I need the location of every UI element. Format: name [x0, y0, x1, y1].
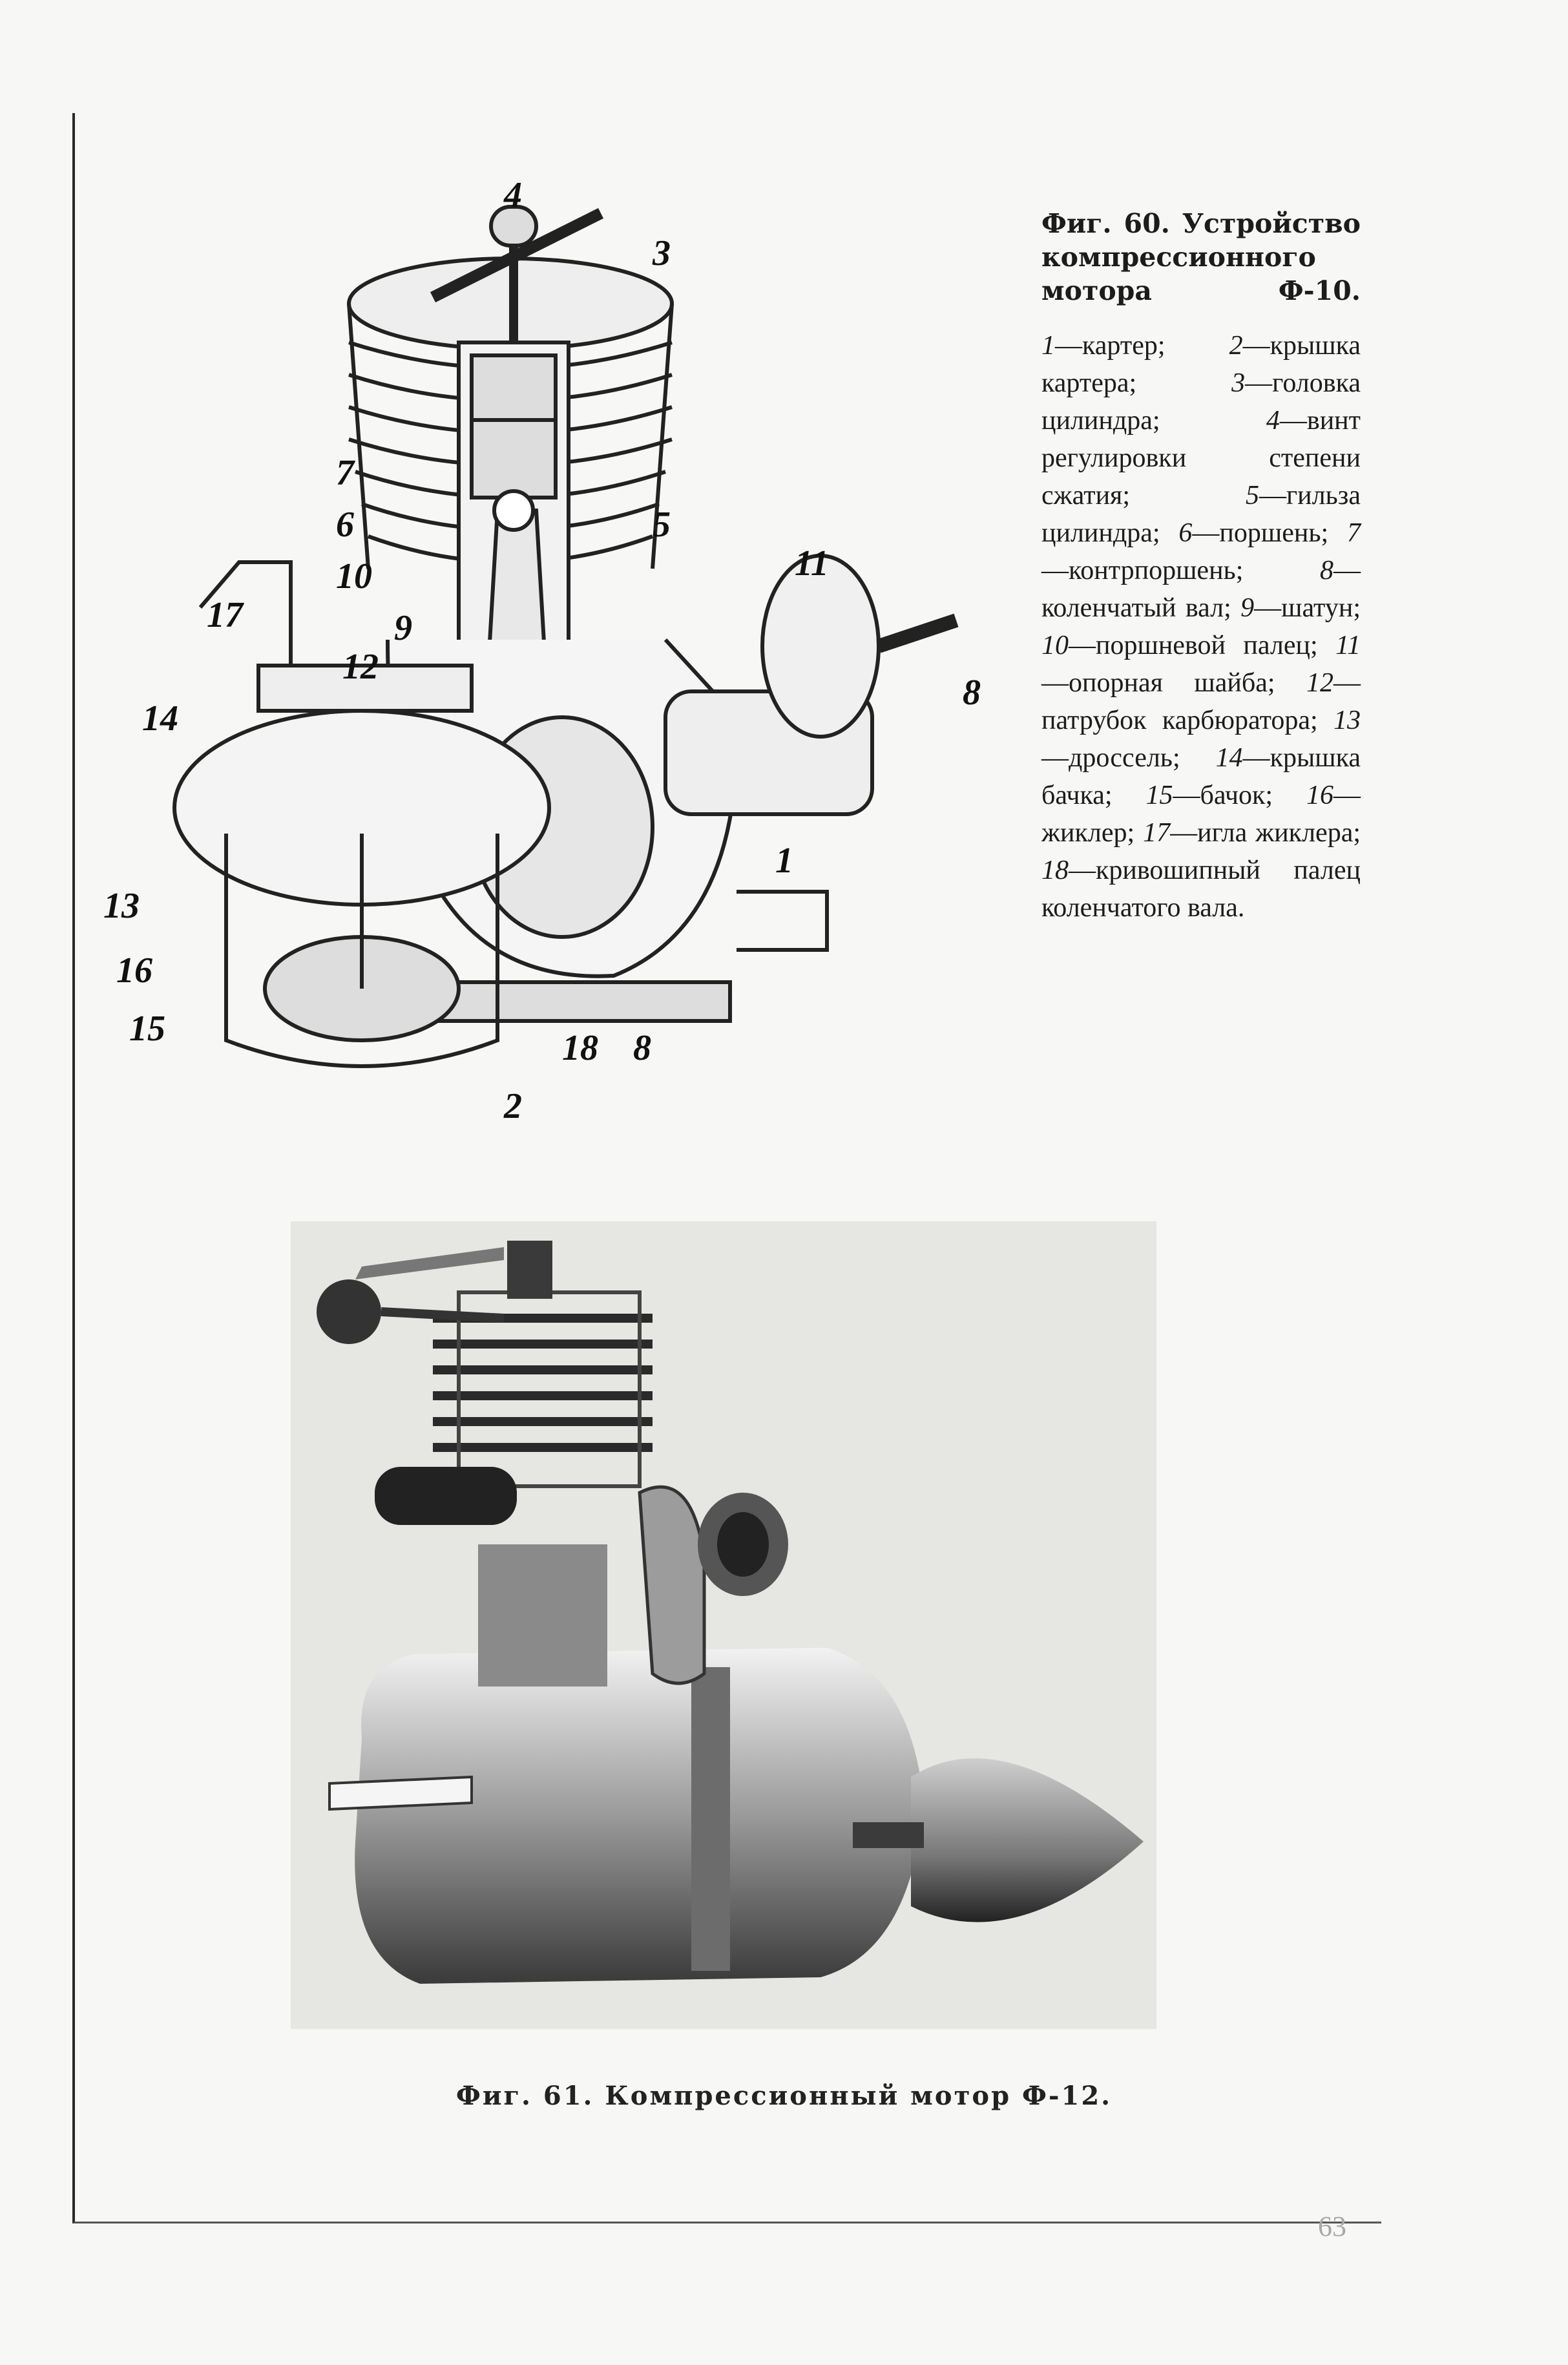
callout-4: 4	[503, 175, 522, 215]
page-frame	[72, 113, 1381, 2223]
legend-item: 18—кривошипный палец коленчатого вала.	[1041, 856, 1361, 923]
legend-item: 2—крышка картера;	[1041, 331, 1361, 398]
callout-12: 12	[342, 647, 379, 687]
legend-item: 13—дроссель;	[1041, 706, 1361, 773]
callout-1: 1	[775, 841, 793, 881]
callout-17: 17	[207, 595, 244, 635]
legend-item: 17—игла жиклера;	[1143, 818, 1361, 848]
callout-11: 11	[795, 543, 829, 583]
callout-13: 13	[103, 886, 140, 926]
figure-60-cutaway-drawing: 4 3 7 6 5 10 11 17 9 12 8 14 1 13 16 15 …	[97, 149, 988, 1126]
legend-item: 16—жиклер;	[1041, 781, 1361, 848]
callout-18: 18	[562, 1028, 598, 1068]
callout-7: 7	[336, 453, 355, 493]
figure-61-caption: Фиг. 61. Компрессионный мотор Ф-12.	[455, 2081, 1113, 2111]
callout-8-shaft: 8	[963, 673, 981, 713]
figure-60-title: Фиг. 60. Устройство компрессионного мото…	[1041, 208, 1361, 306]
callout-2: 2	[503, 1086, 522, 1124]
legend-item: 14—крышка бачка;	[1041, 743, 1361, 810]
legend-item: 6—поршень;	[1178, 518, 1329, 548]
callout-16: 16	[116, 951, 152, 991]
legend-item: 7—контрпоршень;	[1041, 518, 1361, 585]
legend-item: 8—коленчатый вал;	[1041, 556, 1361, 623]
callout-6: 6	[336, 505, 354, 545]
legend-item: 5—гильза цилиндра;	[1041, 481, 1361, 548]
callout-3: 3	[652, 233, 671, 273]
callout-9: 9	[394, 608, 412, 648]
legend-item: 10—поршневой палец;	[1041, 631, 1318, 660]
legend-item: 1—картер;	[1041, 331, 1166, 361]
callout-15: 15	[129, 1009, 165, 1049]
callout-8-crank: 8	[633, 1028, 651, 1068]
page-number: 63	[1318, 2211, 1346, 2242]
legend-item: 4—винт регулировки степени сжатия;	[1041, 406, 1361, 510]
legend-item: 11—опорная шайба;	[1041, 631, 1361, 698]
figure-60-caption: Фиг. 60. Устройство компрессионного мото…	[1041, 207, 1361, 927]
legend-item: 15—бачок;	[1145, 781, 1273, 810]
callout-10: 10	[336, 556, 372, 596]
engine-photo-illustration	[291, 1221, 1156, 2029]
engine-cutaway-illustration: 4 3 7 6 5 10 11 17 9 12 8 14 1 13 16 15 …	[103, 175, 981, 1126]
callout-14: 14	[142, 699, 178, 739]
figure-61-photo	[291, 1221, 1156, 2029]
legend-item: 9—шатун;	[1240, 593, 1361, 623]
legend-item: 12—патрубок карбюратора;	[1041, 668, 1361, 735]
callout-5: 5	[653, 505, 671, 545]
legend-item: 3—головка цилиндра;	[1041, 368, 1361, 436]
figure-60-legend: 1—картер; 2—крышка картера; 3—головка ци…	[1041, 327, 1361, 927]
